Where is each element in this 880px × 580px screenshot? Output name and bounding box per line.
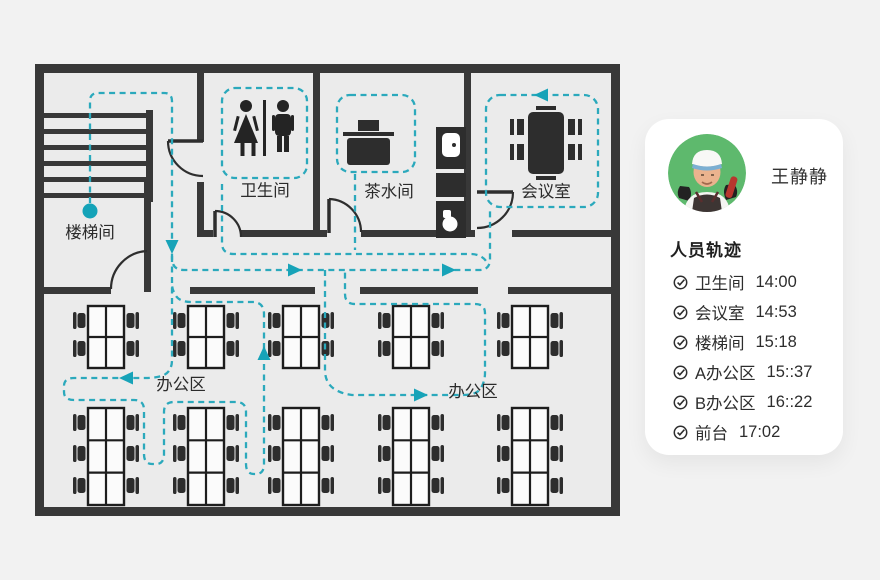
room-labels: 楼梯间 卫生间 茶水间 会议室 办公区 办公区 [65,181,571,401]
stairs [44,110,153,202]
conference-chairs [510,119,582,160]
floor-plan: 楼梯间 卫生间 茶水间 会议室 办公区 办公区 [35,64,620,516]
check-icon [673,425,688,439]
check-icon [673,395,688,409]
arrow-up-office-a [257,346,271,360]
check-icon [673,365,688,379]
corridor-door-arc [166,140,204,178]
person-name: 王静静 [771,167,828,187]
trail-time: 15:18 [755,332,797,351]
arrow-right-office-b [414,388,428,402]
loop-restroom [220,86,309,180]
arrow-left-office-a [119,371,133,385]
trajectory-arrows [119,88,548,402]
trail-place: 楼梯间 [695,335,745,353]
apron [692,194,722,212]
path-office-b [323,270,487,397]
trail-time: 16::22 [766,392,813,411]
label-pantry: 茶水间 [364,182,414,201]
check-icon [673,275,688,289]
trail-item[interactable]: 卫生间 14:00 [673,267,812,297]
path-main [88,91,492,272]
pantry-door-arc [328,197,363,233]
arrow-right-1 [288,263,302,277]
trail-title: 人员轨迹 [670,241,742,260]
doors [109,139,515,290]
conference-table [528,112,564,174]
water-dispenser [436,127,466,238]
trail-time: 15::37 [766,362,813,381]
cap [692,150,722,167]
trail-item[interactable]: A办公区 15::37 [673,357,812,387]
trail-time: 14:53 [755,302,797,321]
woman-icon [233,100,259,156]
person-start-dot [82,203,98,219]
restroom-door-arc [214,209,243,238]
counter [347,138,390,165]
arrow-left-meeting [534,88,548,102]
check-icon [673,335,688,349]
path-upper-corridor [220,184,487,262]
office-desks [73,304,563,507]
stairwell-door-arc [109,249,148,290]
trail-time: 14:00 [755,272,797,291]
trail-list: 卫生间 14:00 会议室 14:53 楼梯间 15:18 A办公区 15::3… [673,267,812,447]
counter-shelf [343,132,394,136]
interior-walls [38,70,616,294]
arrow-right-2 [442,263,456,277]
loop-pantry [335,93,417,174]
label-office-a: 办公区 [156,375,206,394]
person-card: 王静静 人员轨迹 卫生间 14:00 会议室 14:53 楼梯间 15:18 A… [645,119,843,455]
check-icon [673,305,688,319]
glove-left [677,186,691,201]
trail-place: 前台 [695,425,728,443]
trail-place: 会议室 [695,305,745,323]
label-office-b: 办公区 [448,382,498,401]
restroom-icons [233,100,294,156]
label-restroom: 卫生间 [240,181,290,200]
trail-item[interactable]: 前台 17:02 [673,417,812,447]
red-item [725,176,738,198]
divider [263,100,266,156]
avatar [668,134,746,212]
counter-top-box [358,120,379,131]
trail-item[interactable]: 会议室 14:53 [673,297,812,327]
meeting-furniture [510,106,582,180]
man-icon [272,100,294,152]
label-stairwell: 楼梯间 [65,223,115,242]
path-office-a [62,256,266,476]
pantry-furniture [343,120,466,238]
trail-place: 卫生间 [695,275,745,293]
trail-item[interactable]: 楼梯间 15:18 [673,327,812,357]
trail-place: B办公区 [695,395,756,413]
trail-item[interactable]: B办公区 16::22 [673,387,812,417]
arrow-down [165,240,179,254]
label-meeting: 会议室 [521,182,571,201]
trail-place: A办公区 [695,365,756,383]
trail-time: 17:02 [739,422,781,441]
meeting-door-arc [476,191,515,230]
